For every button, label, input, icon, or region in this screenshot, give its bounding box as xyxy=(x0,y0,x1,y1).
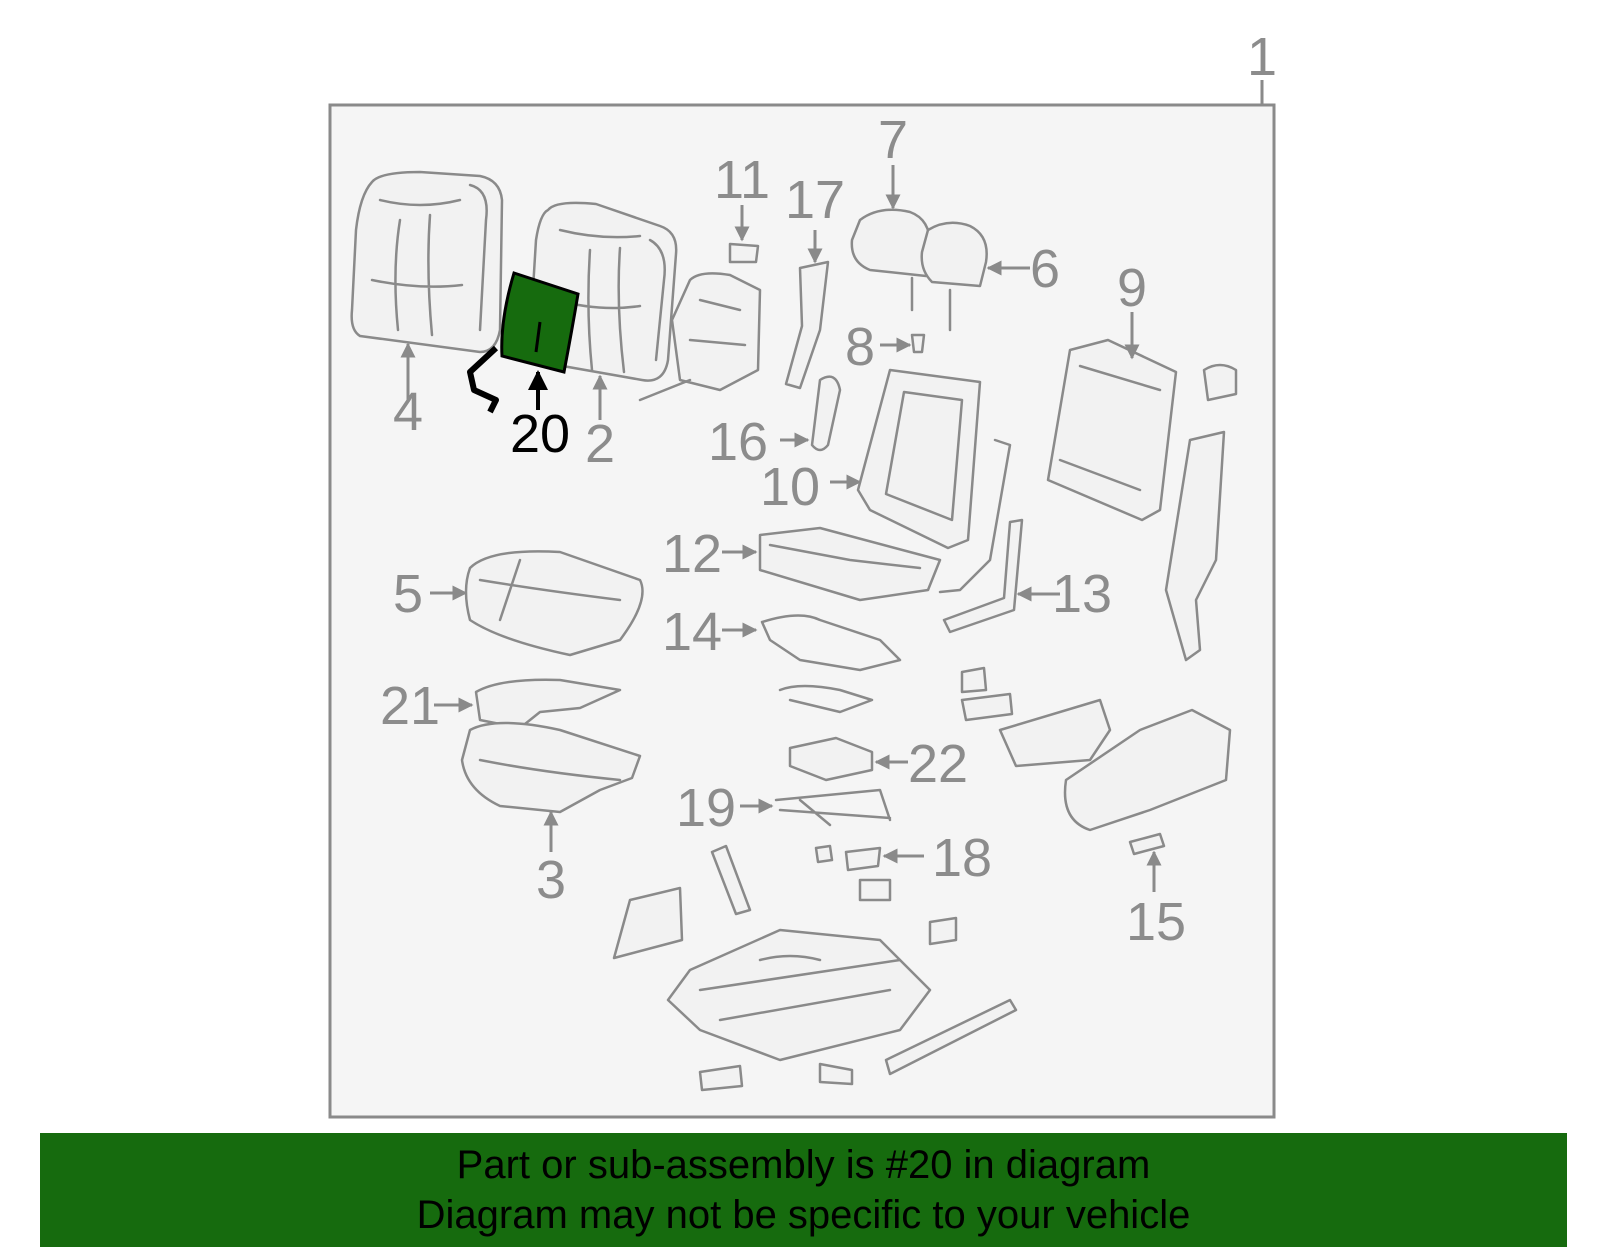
callout-14: 14 xyxy=(662,602,722,662)
part-14-harness xyxy=(760,614,902,714)
callout-7: 7 xyxy=(878,110,908,170)
part-22-module xyxy=(788,736,874,782)
part-21-heater-cushion xyxy=(474,678,622,730)
callout-18: 18 xyxy=(932,828,992,888)
callout-10: 10 xyxy=(760,457,820,517)
part-15-clip xyxy=(1128,832,1166,856)
callout-15: 15 xyxy=(1126,892,1186,952)
part-20-highlighted[interactable] xyxy=(467,271,580,414)
part-11-frame xyxy=(638,242,762,402)
part-seat-adjuster xyxy=(612,844,1018,1092)
callout-5: 5 xyxy=(393,564,423,624)
callout-20: 20 xyxy=(510,404,570,464)
callout-22: 22 xyxy=(908,734,968,794)
part-12-cushion-pan xyxy=(758,526,942,602)
part-switch-panel xyxy=(998,698,1112,768)
part-7-headrest xyxy=(850,208,932,312)
part-3-cushion-pad xyxy=(460,721,642,814)
callout-9: 9 xyxy=(1117,258,1147,318)
callout-3: 3 xyxy=(536,850,566,910)
part-side-shield xyxy=(1063,708,1232,832)
callout-13: 13 xyxy=(1052,564,1112,624)
callout-12: 12 xyxy=(662,524,722,584)
part-side-trim xyxy=(1164,430,1226,662)
part-19-bracket xyxy=(774,788,892,827)
callout-17: 17 xyxy=(785,170,845,230)
callout-16: 16 xyxy=(708,412,768,472)
part-17-strip xyxy=(784,260,830,390)
callout-2: 2 xyxy=(585,414,615,474)
callout-21: 21 xyxy=(380,676,440,736)
part-10-back-frame xyxy=(856,368,1012,594)
callout-19: 19 xyxy=(676,778,736,838)
part-6-headrest xyxy=(920,221,988,332)
banner-line-1: Part or sub-assembly is #20 in diagram xyxy=(456,1143,1151,1187)
part-9-back-panel xyxy=(1046,338,1178,522)
part-5-cushion xyxy=(464,550,644,657)
part-18-fasteners xyxy=(814,844,882,872)
callout-1: 1 xyxy=(1247,27,1277,87)
callout-6: 6 xyxy=(1030,239,1060,299)
part-cap xyxy=(1202,363,1238,402)
banner-line-2: Diagram may not be specific to your vehi… xyxy=(416,1193,1191,1237)
part-13-bracket xyxy=(942,518,1024,634)
callout-11: 11 xyxy=(714,150,770,210)
part-16-trim xyxy=(810,375,842,452)
info-banner: Part or sub-assembly is #20 in diagram D… xyxy=(40,1133,1567,1247)
part-8-bolt xyxy=(910,333,926,354)
callout-4: 4 xyxy=(393,382,423,442)
part-switch xyxy=(960,666,1014,722)
callout-8: 8 xyxy=(845,317,875,377)
part-4-seatback-cover xyxy=(350,170,504,354)
